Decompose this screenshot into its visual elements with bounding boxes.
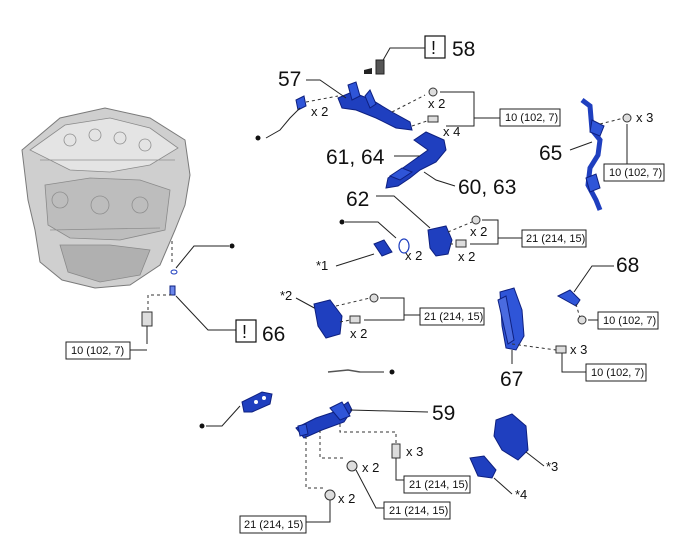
bolt-icon (555, 345, 567, 354)
part-67-cover (497, 287, 525, 351)
torque-box-6: 10 (102, 7) (585, 363, 647, 382)
torque-box-2: 10 (102, 7) (603, 163, 665, 182)
torque-box-8: 21 (214, 15) (403, 475, 471, 494)
qty-59-stud: x 3 (406, 444, 423, 459)
part-68-bracket (556, 289, 581, 307)
svg-text:10 (102, 7): 10 (102, 7) (603, 315, 656, 327)
part-59-manifold (295, 401, 353, 439)
note-2: *2 (280, 288, 292, 303)
svg-text:10 (102, 7): 10 (102, 7) (71, 345, 124, 357)
bolt-icon (349, 315, 361, 324)
engine-block (21, 107, 191, 289)
callout-60-63: 60, 63 (458, 176, 516, 199)
torque-box-7: 10 (102, 7) (65, 341, 131, 360)
warning-icon: ! (242, 322, 247, 342)
torque-box-5: 21 (214, 15) (419, 307, 485, 326)
callout-67: 67 (500, 368, 523, 391)
locator-dot (389, 369, 395, 375)
part-58-sensor (364, 59, 385, 75)
bolt-icon (577, 315, 587, 325)
callout-68: 68 (616, 254, 639, 277)
svg-text:21 (214, 15): 21 (214, 15) (409, 479, 468, 491)
qty-65: x 3 (636, 110, 653, 125)
callout-58: 58 (452, 38, 475, 61)
callout-65: 65 (539, 142, 562, 165)
note-1: *1 (316, 258, 328, 273)
svg-text:10 (102, 7): 10 (102, 7) (609, 167, 662, 179)
warning-58: ! (424, 35, 446, 59)
torque-box-10: 21 (214, 15) (239, 515, 307, 534)
qty-n2: x 2 (350, 326, 367, 341)
note-3: *3 (546, 459, 558, 474)
svg-text:10 (102, 7): 10 (102, 7) (591, 367, 644, 379)
bolt-icon (141, 311, 153, 327)
stud-icon (391, 443, 401, 459)
qty-67: x 3 (570, 342, 587, 357)
nut-icon (428, 87, 438, 97)
svg-text:10 (102, 7): 10 (102, 7) (505, 112, 558, 124)
callout-66: 66 (262, 323, 285, 346)
part-65-pipe (580, 98, 605, 211)
part-60-63-hose (385, 131, 447, 189)
nut-icon (324, 489, 336, 501)
torque-box-3: 21 (214, 15) (521, 229, 587, 248)
qty-59-nut: x 2 (362, 460, 379, 475)
qty-57-nut: x 2 (428, 96, 445, 111)
callout-62: 62 (346, 188, 369, 211)
note-4: *4 (515, 487, 527, 502)
part-strip (327, 369, 361, 373)
locator-dot (339, 219, 345, 225)
part-62-bracket (427, 225, 453, 257)
part-66-gasket (170, 269, 178, 275)
qty-62-bolt: x 2 (458, 249, 475, 264)
callout-57: 57 (278, 68, 301, 91)
svg-text:21 (214, 15): 21 (214, 15) (244, 519, 303, 531)
locator-dot (229, 243, 235, 249)
torque-box-9: 21 (214, 15) (383, 501, 451, 520)
qty-62-nut: x 2 (470, 224, 487, 239)
part-n2-housing (313, 299, 343, 339)
bolt-icon (622, 113, 632, 123)
qty-57-bolt: x 4 (443, 124, 460, 139)
torque-box-1: 10 (102, 7) (499, 108, 561, 127)
nut-icon (471, 215, 481, 225)
callout-59: 59 (432, 402, 455, 425)
warning-icon: ! (431, 38, 436, 58)
nut-icon (346, 460, 358, 472)
part-lower-gasket (241, 391, 273, 413)
part-n3-cover (493, 413, 529, 461)
part-n4-cover (469, 455, 497, 479)
svg-text:21 (214, 15): 21 (214, 15) (424, 311, 483, 323)
qty-n1: x 2 (405, 248, 422, 263)
locator-dot (255, 135, 261, 141)
part-n1-gasket (373, 238, 410, 257)
locator-dot (199, 423, 205, 429)
qty-59-nut2: x 2 (338, 491, 355, 506)
svg-text:21 (214, 15): 21 (214, 15) (389, 505, 448, 517)
bolt-icon (455, 239, 467, 248)
torque-box-4: 10 (102, 7) (597, 311, 659, 330)
nut-icon (369, 293, 379, 303)
qty-57-left: x 2 (311, 104, 328, 119)
bolt-icon (427, 115, 439, 123)
part-57-pipe (295, 81, 413, 131)
svg-text:21 (214, 15): 21 (214, 15) (526, 233, 585, 245)
warning-66: ! (235, 319, 257, 343)
callout-61-64: 61, 64 (326, 146, 385, 169)
part-66-sensor (169, 285, 176, 296)
